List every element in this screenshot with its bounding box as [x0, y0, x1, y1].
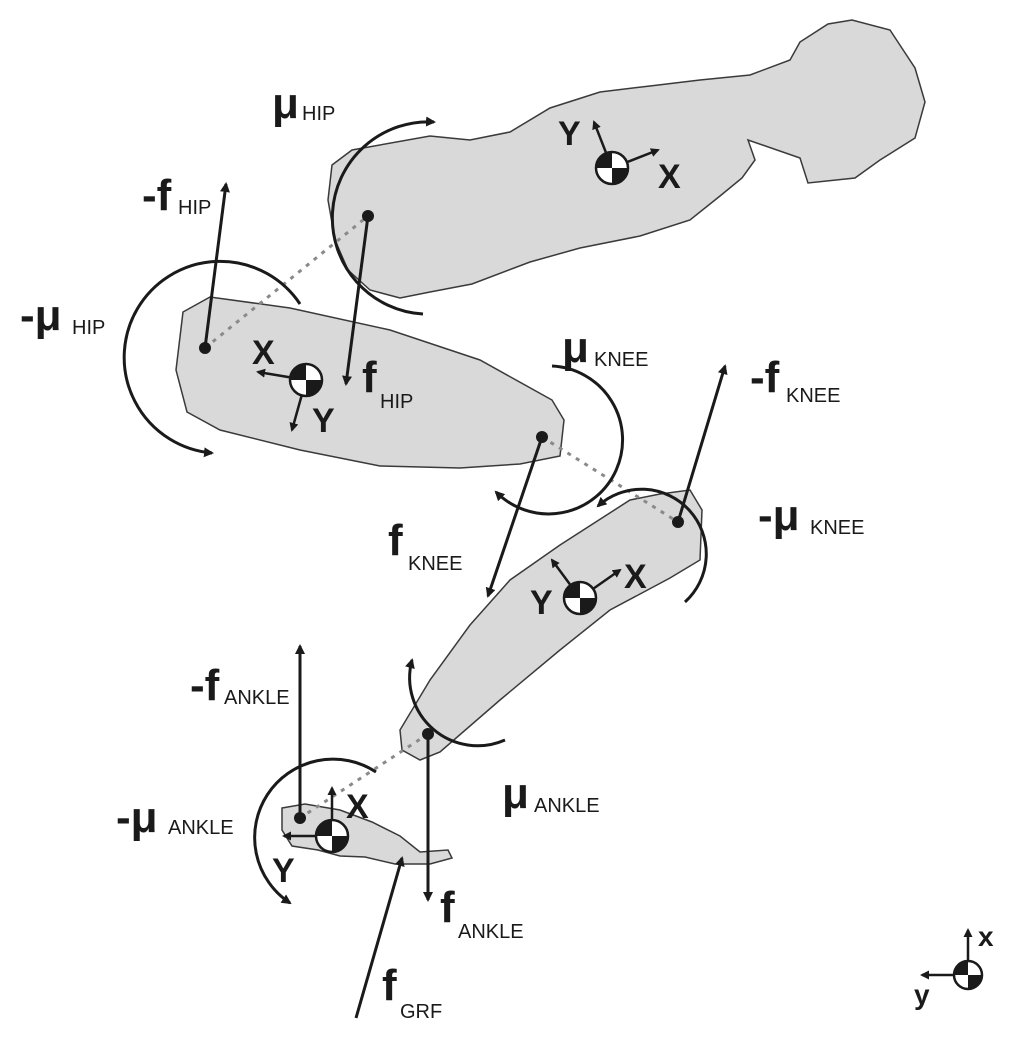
svg-text:ANKLE: ANKLE — [534, 795, 600, 817]
svg-text:HIP: HIP — [72, 317, 105, 339]
foot-y-label: Y — [272, 852, 295, 890]
label-f-knee: f KNEE — [388, 516, 462, 575]
svg-text:GRF: GRF — [400, 1001, 442, 1023]
thigh-segment — [175, 296, 565, 469]
f-hip-arrow — [342, 215, 370, 386]
shank-segment — [399, 489, 703, 761]
label-neg-mu-ankle: -μ ANKLE — [116, 793, 234, 842]
ankle-joint-point — [422, 728, 434, 740]
svg-text:KNEE: KNEE — [786, 385, 840, 407]
svg-text:HIP: HIP — [380, 391, 413, 413]
label-f-ankle: f ANKLE — [440, 883, 524, 943]
mu-hip-arc — [330, 116, 436, 316]
trunk-com-frame: X Y — [558, 115, 681, 196]
label-f-hip: f HIP — [362, 353, 413, 413]
svg-text:ANKLE: ANKLE — [458, 921, 524, 943]
svg-text:-μ: -μ — [20, 291, 62, 340]
mu-ankle-arc — [405, 658, 506, 748]
svg-text:-f: -f — [750, 353, 780, 402]
label-neg-f-ankle: -f ANKLE — [190, 661, 290, 710]
svg-text:f: f — [388, 516, 403, 565]
svg-text:-f: -f — [190, 661, 220, 710]
label-neg-mu-knee: -μ KNEE — [758, 491, 864, 540]
neg-f-hip-arrow — [203, 182, 230, 349]
svg-text:KNEE: KNEE — [810, 517, 864, 539]
svg-text:KNEE: KNEE — [408, 553, 462, 575]
label-neg-f-knee: -f KNEE — [750, 353, 840, 407]
neg-mu-hip-arc — [122, 259, 302, 458]
svg-text:HIP: HIP — [178, 197, 211, 219]
trunk-x-label: X — [658, 158, 681, 196]
joint-points — [199, 210, 684, 824]
foot-ankle-point — [294, 812, 306, 824]
svg-text:HIP: HIP — [302, 103, 335, 125]
svg-text:f: f — [382, 961, 397, 1010]
trunk-y-label: Y — [558, 115, 581, 153]
shank-x-label: X — [624, 558, 647, 596]
label-mu-hip: μ HIP — [272, 79, 335, 128]
svg-text:μ: μ — [502, 769, 529, 818]
hip-joint-point — [362, 210, 374, 222]
svg-text:-μ: -μ — [116, 793, 158, 842]
thigh-y-label: Y — [312, 402, 335, 440]
svg-text:-f: -f — [142, 171, 172, 220]
svg-text:-μ: -μ — [758, 491, 800, 540]
mu-knee-arc — [494, 364, 625, 516]
label-f-grf: f GRF — [382, 961, 442, 1023]
thigh-com-frame: X Y — [252, 334, 335, 440]
global-frame: x y — [914, 921, 994, 1010]
label-mu-knee: μ KNEE — [562, 323, 648, 372]
f-knee-arrow — [485, 436, 544, 598]
label-neg-mu-hip: -μ HIP — [20, 291, 105, 340]
foot-x-label: X — [346, 788, 369, 826]
svg-text:f: f — [362, 353, 377, 402]
label-neg-f-hip: -f HIP — [142, 171, 211, 220]
neg-mu-ankle-arc — [253, 757, 377, 905]
shank-y-label: Y — [530, 584, 553, 622]
global-x-label: x — [978, 921, 994, 952]
thigh-x-label: X — [252, 334, 275, 372]
global-y-label: y — [914, 979, 930, 1010]
neg-mu-knee-arc — [596, 487, 708, 604]
svg-text:μ: μ — [562, 323, 589, 372]
svg-text:KNEE: KNEE — [594, 349, 648, 371]
neg-f-knee-arrow — [676, 364, 728, 523]
f-grf-arrow — [354, 856, 405, 1019]
foot-com-frame: X Y — [272, 786, 369, 890]
svg-text:μ: μ — [272, 79, 299, 128]
shank-com-frame: X Y — [530, 558, 647, 622]
knee-joint-point — [536, 431, 548, 443]
label-mu-ankle: μ ANKLE — [502, 769, 600, 818]
svg-text:f: f — [440, 883, 455, 932]
svg-text:ANKLE: ANKLE — [224, 687, 290, 709]
svg-text:ANKLE: ANKLE — [168, 817, 234, 839]
thigh-hip-point — [199, 342, 211, 354]
shank-knee-point — [672, 516, 684, 528]
